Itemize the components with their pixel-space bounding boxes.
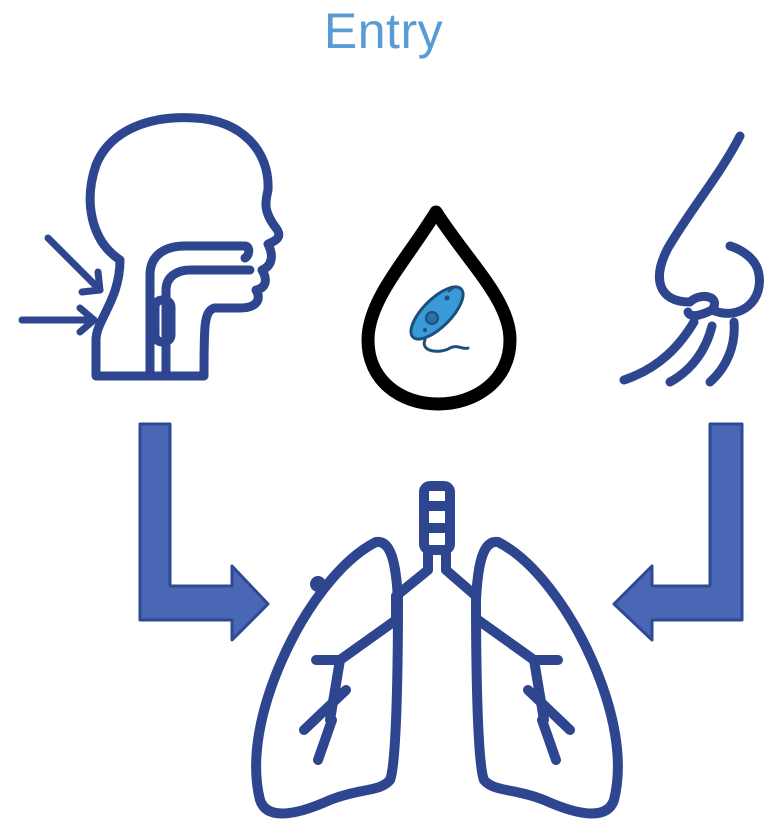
inhale-arrows-icon xyxy=(22,238,100,332)
head-throat-icon xyxy=(90,118,279,376)
right-elbow-arrow xyxy=(614,424,742,640)
left-elbow-arrow xyxy=(140,424,268,640)
water-droplet-bacteria-icon xyxy=(368,212,510,404)
lungs-icon xyxy=(256,486,618,814)
nose-icon xyxy=(624,136,759,382)
